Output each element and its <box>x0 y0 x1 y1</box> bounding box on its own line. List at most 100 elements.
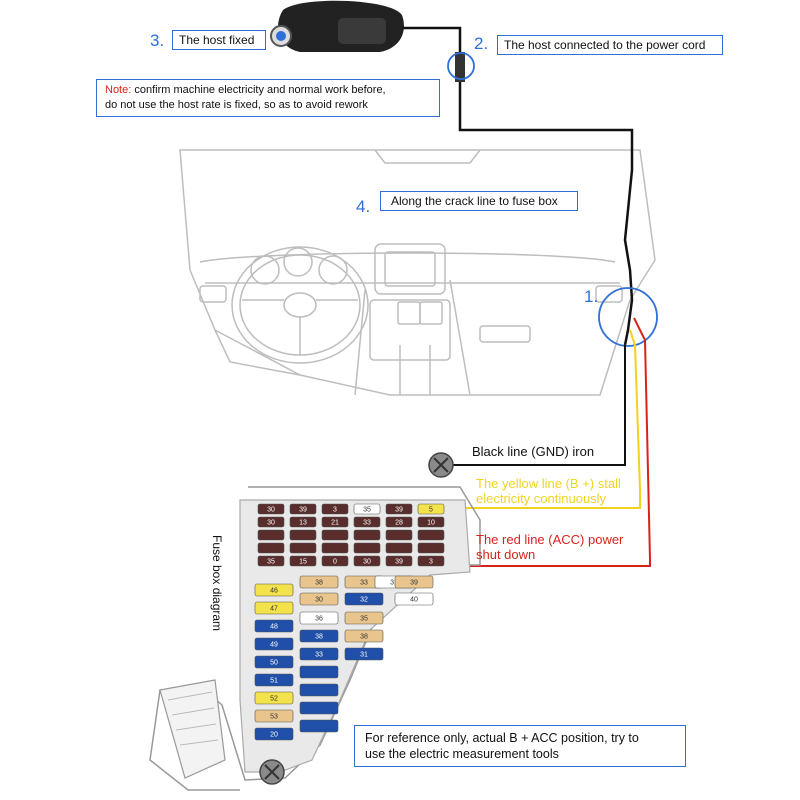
fuse <box>417 503 445 515</box>
fuse-label: 53 <box>270 714 278 721</box>
red-wire <box>433 317 651 567</box>
fuse <box>254 691 294 705</box>
fuse <box>417 542 445 554</box>
power-cord-route-line <box>458 82 634 346</box>
fuse-label: 28 <box>395 520 403 527</box>
dashboard-drawing <box>179 149 656 396</box>
fuse <box>257 555 285 567</box>
step1-highlight-circle <box>598 287 658 347</box>
fuse <box>353 542 381 554</box>
yellow-wire-label-1: The yellow line (B +) stall <box>476 476 621 491</box>
black-wire-label: Black line (GND) iron <box>472 444 595 459</box>
fuse <box>257 503 285 515</box>
fuse <box>299 629 339 643</box>
fuse <box>417 529 445 541</box>
step-4-label: Along the crack line to fuse box <box>391 194 558 208</box>
fuse <box>299 647 339 661</box>
fuse <box>299 575 339 589</box>
fuse <box>254 637 294 651</box>
fuse-label: 38 <box>360 634 368 641</box>
fuse <box>321 529 349 541</box>
fuse-label: 5 <box>429 507 433 514</box>
fuse <box>254 709 294 723</box>
fuse <box>254 583 294 597</box>
fuse-label: 3 <box>333 507 337 514</box>
red-wire-label-2: shut down <box>476 547 536 562</box>
fuse-label: 39 <box>299 507 307 514</box>
step-3-number: 3. <box>150 31 165 50</box>
note-line-2: do not use the host rate is fixed, so as… <box>105 99 368 111</box>
step-1-number: 1. <box>584 287 599 306</box>
fuse-label: 32 <box>360 597 368 604</box>
fuse-label: 31 <box>390 580 398 587</box>
fuse <box>299 592 339 606</box>
fuse <box>299 611 339 625</box>
fuse-label: 48 <box>270 624 278 631</box>
fuse-label: 36 <box>315 616 323 623</box>
fuse <box>299 683 339 697</box>
fuse <box>353 529 381 541</box>
fuse-label: 52 <box>270 696 278 703</box>
fuse-label: 33 <box>360 580 368 587</box>
fuse-label: 35 <box>363 507 371 514</box>
fuse <box>254 673 294 687</box>
fuse <box>299 701 339 715</box>
fuse-label: 30 <box>315 597 323 604</box>
fuse <box>299 719 339 733</box>
fuse-label: 10 <box>427 520 435 527</box>
fuse <box>344 592 384 606</box>
step-2-box: The host connected to the power cord <box>497 35 723 55</box>
note-box: Note: confirm machine electricity and no… <box>96 79 440 117</box>
yellow-wire-label-2: electricity continuously <box>476 491 607 506</box>
fuse-label: 31 <box>360 652 368 659</box>
black-wire <box>452 345 626 466</box>
fuse <box>353 503 381 515</box>
fuse <box>289 516 317 528</box>
fuse <box>394 575 434 589</box>
fuse <box>385 516 413 528</box>
fuse <box>394 592 434 606</box>
note-line-1: Note: confirm machine electricity and no… <box>105 83 386 98</box>
fuse <box>344 647 384 661</box>
fuse <box>417 555 445 567</box>
fuse-label: 39 <box>395 507 403 514</box>
fuse-label: 30 <box>267 520 275 527</box>
fuse <box>257 529 285 541</box>
fuse-label: 13 <box>299 520 307 527</box>
fuse <box>289 542 317 554</box>
fuse <box>344 629 384 643</box>
fuse-label: 38 <box>315 634 323 641</box>
fuse-label: 51 <box>270 678 278 685</box>
fuse-label: 30 <box>363 559 371 566</box>
fuse <box>385 529 413 541</box>
reference-box: For reference only, actual B + ACC posit… <box>354 725 686 767</box>
host-device-image <box>270 0 404 53</box>
fuse <box>417 516 445 528</box>
note-line-1-text: confirm machine electricity and normal w… <box>131 84 386 96</box>
fuse-label: 39 <box>395 559 403 566</box>
fuse <box>321 542 349 554</box>
step-3-box: The host fixed <box>172 30 266 50</box>
fuse-label: 0 <box>333 559 337 566</box>
fuse <box>321 503 349 515</box>
step-4-number: 4. <box>356 197 371 216</box>
fuse <box>353 516 381 528</box>
reference-line-2: use the electric measurement tools <box>365 747 559 761</box>
fuse-label: 39 <box>410 580 418 587</box>
red-wire-label-1: The red line (ACC) power <box>476 532 624 547</box>
step-4-box: Along the crack line to fuse box <box>380 191 578 211</box>
fuse <box>289 503 317 515</box>
step2-highlight-circle <box>447 52 475 80</box>
fuse <box>254 619 294 633</box>
fuse <box>344 611 384 625</box>
fuse <box>257 516 285 528</box>
fuse <box>353 555 381 567</box>
fuse-label: 33 <box>315 652 323 659</box>
step-3-label: The host fixed <box>179 33 255 47</box>
fuse-label: 46 <box>270 588 278 595</box>
fuse-label: 35 <box>360 616 368 623</box>
fuse <box>321 555 349 567</box>
fuse-label: 38 <box>315 580 323 587</box>
fuse <box>385 542 413 554</box>
fuse <box>254 601 294 615</box>
